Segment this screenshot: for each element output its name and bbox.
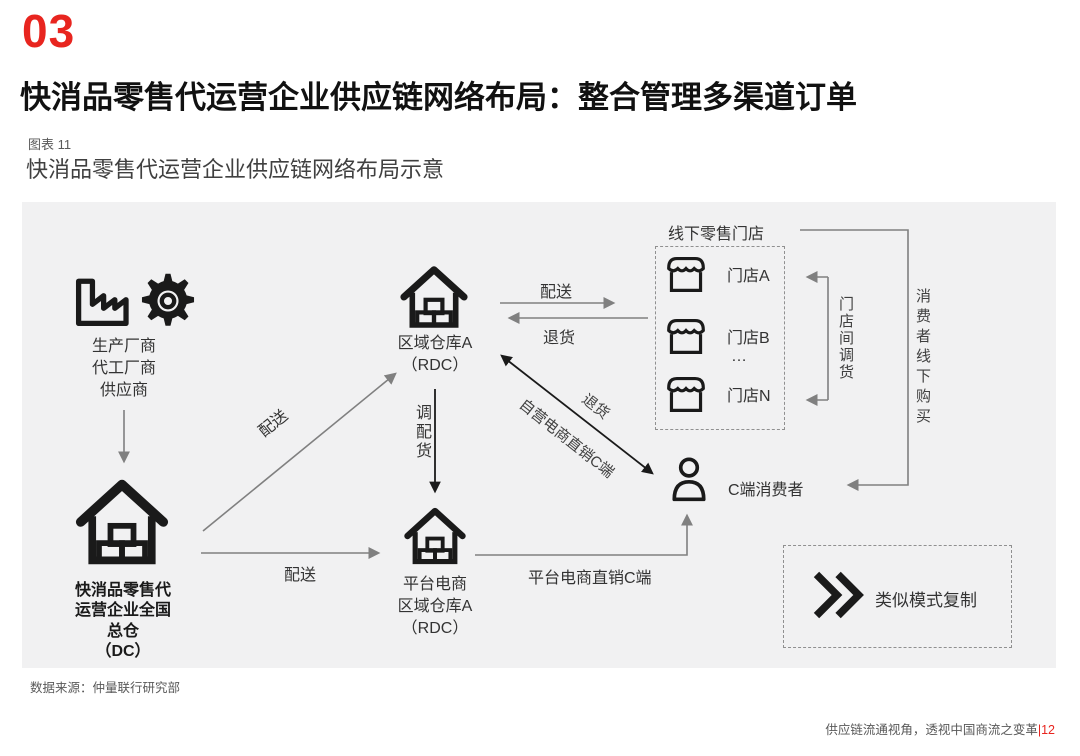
supplier-label: 生产厂商 代工厂商 供应商 — [91, 338, 156, 400]
factory-icon — [68, 276, 134, 330]
store-row: 门店A — [663, 254, 770, 294]
dc-warehouse-icon — [73, 474, 171, 570]
figure-title: 快消品零售代运营企业供应链网络布局示意 — [26, 157, 445, 182]
store-ellipsis: … — [731, 348, 747, 365]
edge-label-store-transfer: 门店间调货 — [837, 296, 854, 381]
dc-label: 快消品零售代 运营企业全国 总仓 （DC） — [74, 582, 171, 661]
section-number: 03 — [22, 5, 76, 57]
replicate-box — [783, 545, 1012, 648]
store-row: 门店N — [663, 374, 771, 414]
footer-separator: | — [1037, 723, 1042, 737]
store-icon — [667, 256, 705, 292]
footer-text: 供应链流通视角，透视中国商流之变革 — [825, 723, 1038, 737]
page-number: 12 — [1041, 723, 1055, 737]
replicate-label: 类似模式复制 — [875, 591, 977, 610]
edge-label-dc-to-platform: 配送 — [284, 567, 317, 584]
gear-icon — [136, 270, 200, 332]
consumer-icon — [666, 455, 712, 505]
offline-stores-title: 线下零售门店 — [668, 226, 765, 243]
page-footer: 供应链流通视角，透视中国商流之变革|12 — [825, 719, 1055, 738]
edge-label-offline-purchase: 消费者线下购买 — [914, 288, 931, 428]
page-title: 快消品零售代运营企业供应链网络布局：整合管理多渠道订单 — [20, 80, 857, 115]
platform-warehouse-icon — [402, 504, 468, 568]
edge-label-stores-to-rdc: 退货 — [543, 330, 576, 347]
store-icon — [667, 376, 705, 412]
edge-label-platform-direct: 平台电商直销C端 — [528, 570, 652, 587]
consumer-label: C端消费者 — [728, 482, 804, 499]
platform-rdc-label: 平台电商 区域仓库A （RDC） — [397, 576, 473, 638]
store-label: 门店A — [727, 268, 770, 285]
offline-stores-box — [655, 246, 785, 430]
store-label: 门店N — [727, 388, 771, 405]
edge-label-rdc-to-stores: 配送 — [540, 284, 573, 301]
double-chevron-icon — [810, 570, 864, 620]
rdc-warehouse-icon — [398, 262, 470, 332]
rdc-label: 区域仓库A （RDC） — [397, 335, 473, 375]
store-label: 门店B — [727, 330, 770, 347]
store-row: 门店B — [663, 316, 770, 356]
edge-label-rdc-transfer: 调配货 — [413, 404, 430, 461]
figure-label: 图表 11 — [28, 137, 72, 152]
data-source-note: 数据来源：仲量联行研究部 — [30, 681, 181, 695]
store-icon — [667, 318, 705, 354]
